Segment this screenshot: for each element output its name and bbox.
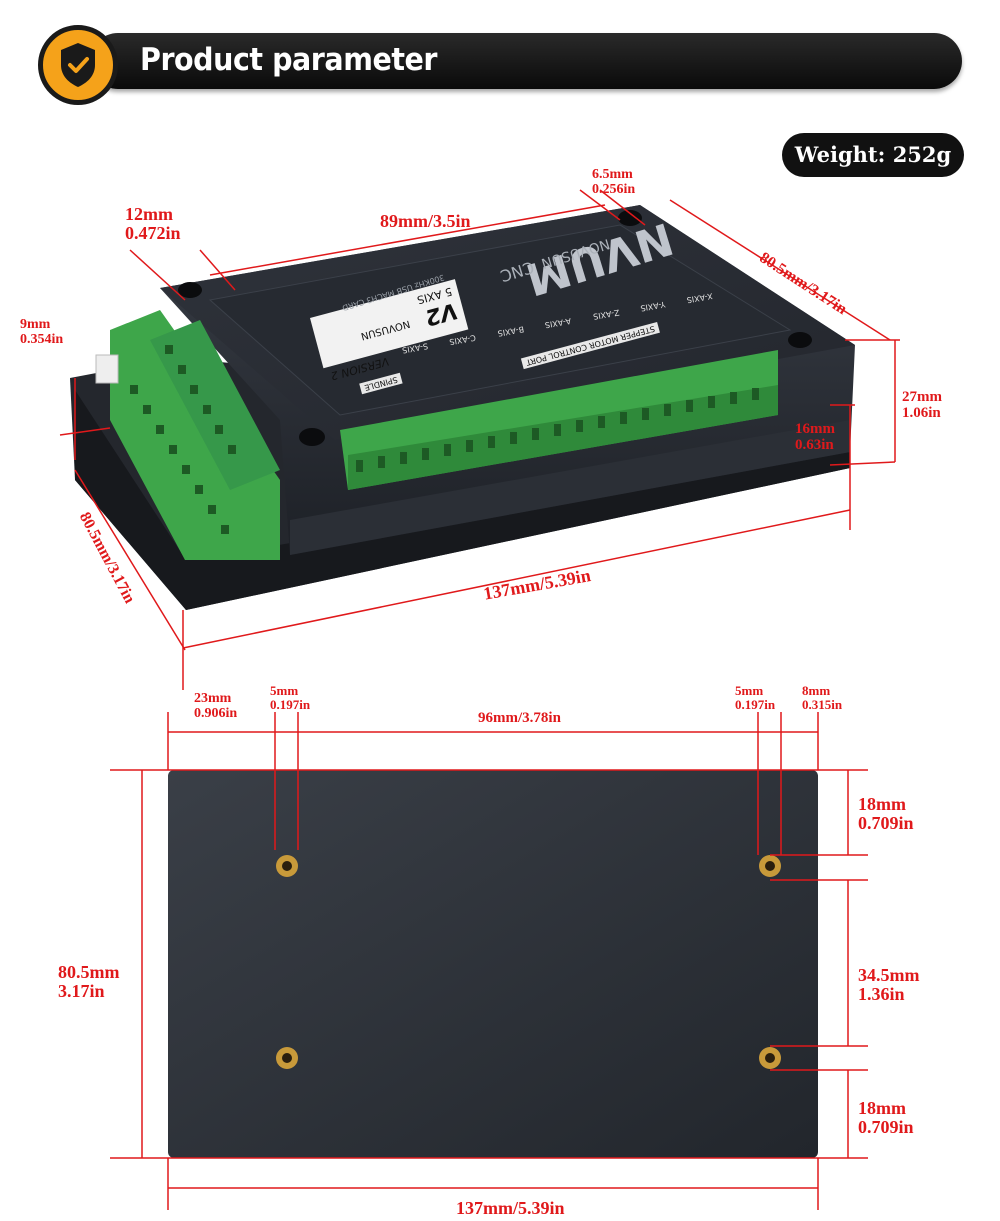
mount-hole bbox=[178, 282, 202, 298]
mount-hole bbox=[788, 332, 812, 348]
dim-hole-right: 5mm 0.197in bbox=[735, 683, 776, 712]
dim-base-thickness: 9mm 0.354in bbox=[20, 317, 64, 347]
axis-label: Z-AXIS bbox=[592, 307, 620, 322]
dim-hole-span: 89mm/3.5in bbox=[380, 211, 471, 231]
shield-check-icon bbox=[38, 25, 118, 105]
usb-connector bbox=[95, 354, 119, 384]
header-banner bbox=[90, 33, 962, 89]
dim-length-bottom: 137mm/5.39in bbox=[456, 1198, 565, 1218]
dim-hole-dia: 6.5mm 0.256in bbox=[592, 167, 636, 197]
weight-badge: Weight: 252g bbox=[782, 133, 964, 177]
axis-label: B-AXIS bbox=[496, 324, 525, 338]
axis-label: X-AXIS bbox=[686, 291, 714, 305]
dim-hole-left: 5mm 0.197in bbox=[270, 683, 311, 712]
bottom-plate bbox=[168, 770, 818, 1158]
bottom-dimension-lines bbox=[110, 712, 868, 1210]
dim-height-bottom: 80.5mm 3.17in bbox=[58, 962, 120, 1001]
top-panel bbox=[208, 224, 792, 416]
dim-bottom-offset: 18mm 0.709in bbox=[858, 1098, 914, 1137]
axis-label: Y-AXIS bbox=[640, 299, 667, 313]
dim-hole-span-bottom: 96mm/3.78in bbox=[478, 710, 561, 726]
top-dimension-lines bbox=[59, 189, 900, 690]
dim-height-total: 27mm 1.06in bbox=[902, 389, 942, 421]
dim-right-offset: 8mm 0.315in bbox=[802, 683, 843, 712]
terminal-strip-left bbox=[110, 310, 280, 560]
axis-label: C-AXIS bbox=[448, 332, 477, 347]
dim-mid-span: 34.5mm 1.36in bbox=[858, 965, 920, 1004]
dim-top-offset: 18mm 0.709in bbox=[858, 794, 914, 833]
page-title: Product parameter bbox=[140, 42, 438, 78]
axis-label: A-AXIS bbox=[544, 316, 573, 330]
mount-hole bbox=[618, 210, 642, 226]
axis-label: S-AXIS bbox=[401, 341, 429, 355]
dim-terminal-height: 16mm 0.63in bbox=[795, 421, 835, 453]
dim-mount-edge: 12mm 0.472in bbox=[125, 204, 181, 243]
dim-left-offset: 23mm 0.906in bbox=[194, 691, 238, 721]
mount-hole bbox=[299, 428, 325, 446]
terminal-screws bbox=[356, 388, 759, 472]
bottom-mount-holes bbox=[276, 855, 781, 1069]
